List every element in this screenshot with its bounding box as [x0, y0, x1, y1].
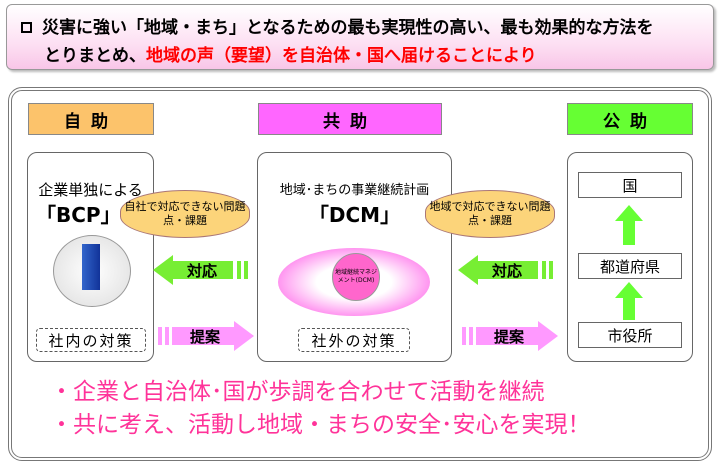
respond-label: 対応: [491, 261, 522, 280]
bcp-panel: 企業単独による 「BCP」 社内の対策: [27, 152, 154, 362]
respond-arrow-right: 対応: [458, 255, 556, 285]
dcm-hub: 地域継続マネジメント(DCM): [332, 253, 380, 301]
propose-label: 提案: [493, 327, 524, 346]
up-arrow-icon: [615, 205, 643, 245]
diagram-frame: [8, 87, 712, 461]
propose-label: 提案: [189, 327, 220, 346]
dcm-issues-cloud: 地域で対応できない問題点・課題: [425, 190, 555, 238]
propose-arrow-right: 提案: [460, 321, 558, 351]
bcp-issues-cloud: 自社で対応できない問題点・課題: [120, 190, 250, 238]
dcm-title: 地域･まちの事業継続計画: [279, 183, 430, 198]
header-line-1: 災害に強い「地域・まち」となるための最も実現性の高い、最も効果的な方法を: [21, 13, 654, 38]
external-measures: 社外の対策: [298, 328, 410, 352]
national-box: 国: [578, 172, 682, 198]
header-box: 災害に強い「地域・まち」となるための最も実現性の高い、最も効果的な方法を とりま…: [6, 4, 714, 70]
header-line-2: とりまとめ、地域の声（要望）を自治体・国へ届けることにより: [44, 46, 537, 66]
up-arrow-icon: [615, 282, 643, 320]
propose-arrow-left: 提案: [156, 321, 254, 351]
conclusion-line-1: ・企業と自治体･国が歩調を合わせて活動を継続: [50, 379, 545, 405]
column-self-help: 自助: [28, 103, 154, 135]
dcm-panel: 地域･まちの事業継続計画 「DCM」 地域継続マネジメント(DCM) 社外の対策: [257, 152, 452, 362]
bcp-label: 「BCP」: [36, 203, 121, 227]
company-staff-icon: [53, 235, 131, 307]
respond-arrow-left: 対応: [153, 255, 251, 285]
respond-label: 対応: [186, 261, 217, 280]
conclusion-line-2: ・共に考え、活動し地域・まちの安全･安心を実現！: [50, 412, 591, 438]
internal-measures: 社内の対策: [36, 328, 146, 352]
checkbox-icon: [21, 22, 32, 33]
column-mutual-help: 共助: [258, 103, 442, 135]
dcm-label: 「DCM」: [308, 203, 401, 227]
column-public-help: 公助: [567, 103, 693, 135]
bcp-title: 企業単独による: [38, 181, 143, 199]
city-box: 市役所: [578, 322, 682, 348]
prefecture-box: 都道府県: [578, 253, 682, 279]
